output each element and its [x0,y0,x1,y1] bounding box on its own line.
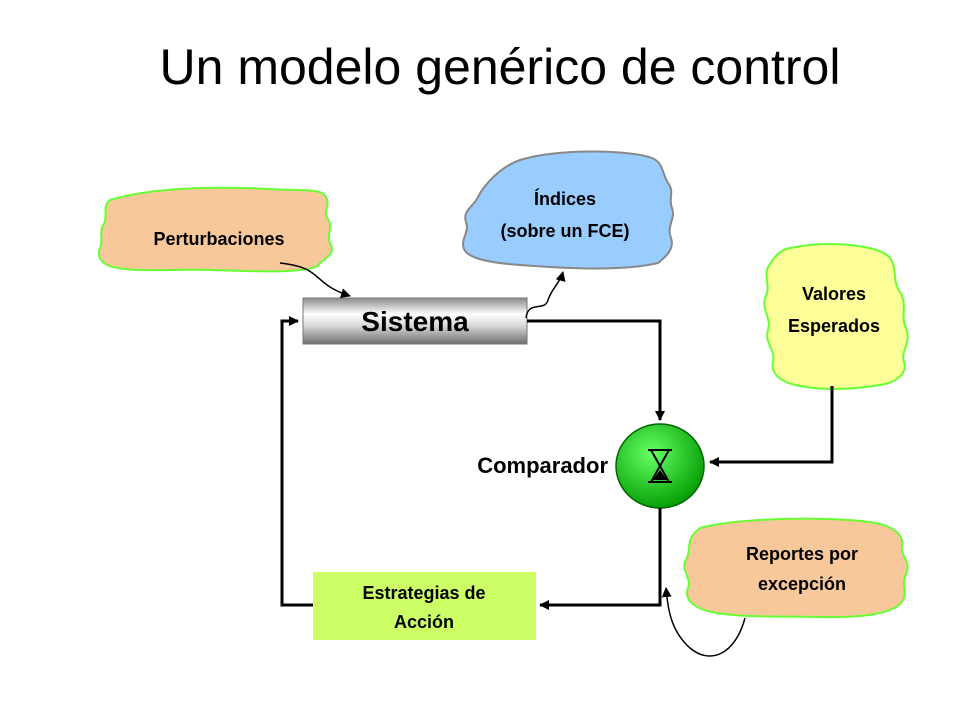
arrow-comparador-to-estrategias [539,508,662,610]
arrow-sistema-to-indices [525,271,566,319]
arrow-reportes-to-comparador [661,587,746,657]
valores-label-line1: Valores [802,284,866,304]
reportes-label-line2: excepción [758,574,846,594]
estrategias-shape [313,572,536,640]
estrategias-label-line2: Acción [394,612,454,632]
sistema-box: Sistema [302,297,528,345]
hourglass-icon [648,449,672,483]
arrow-valores-to-comparador [709,386,834,467]
curved-connectors [279,262,746,657]
connectors [280,316,834,610]
reportes-cloud: Reportes por excepción [683,517,909,619]
indices-label-line2: (sobre un FCE) [501,221,630,241]
indices-cloud: Índices (sobre un FCE) [462,150,674,270]
slide-title: Un modelo genérico de control [159,39,841,95]
valores-cloud: Valores Esperados [763,243,909,390]
arrow-sistema-to-comparador [527,319,665,421]
indices-label-line1: Índices [534,188,596,209]
comparador-label: Comparador [477,453,608,478]
valores-shape [763,243,909,390]
indices-shape [462,150,674,270]
comparador-node: Comparador [477,423,705,509]
sistema-shape [302,297,528,345]
reportes-label-line1: Reportes por [746,544,858,564]
reportes-shape [683,517,909,619]
sistema-label: Sistema [361,306,469,337]
perturbaciones-label: Perturbaciones [153,229,284,249]
arrow-perturbaciones-to-sistema [279,262,351,298]
arrow-estrategias-to-sistema [280,316,313,607]
perturbaciones-shape [98,186,333,273]
estrategias-label-line1: Estrategias de [362,583,485,603]
estrategias-box: Estrategias de Acción [313,572,536,640]
perturbaciones-cloud: Perturbaciones [98,186,333,273]
valores-label-line2: Esperados [788,316,880,336]
